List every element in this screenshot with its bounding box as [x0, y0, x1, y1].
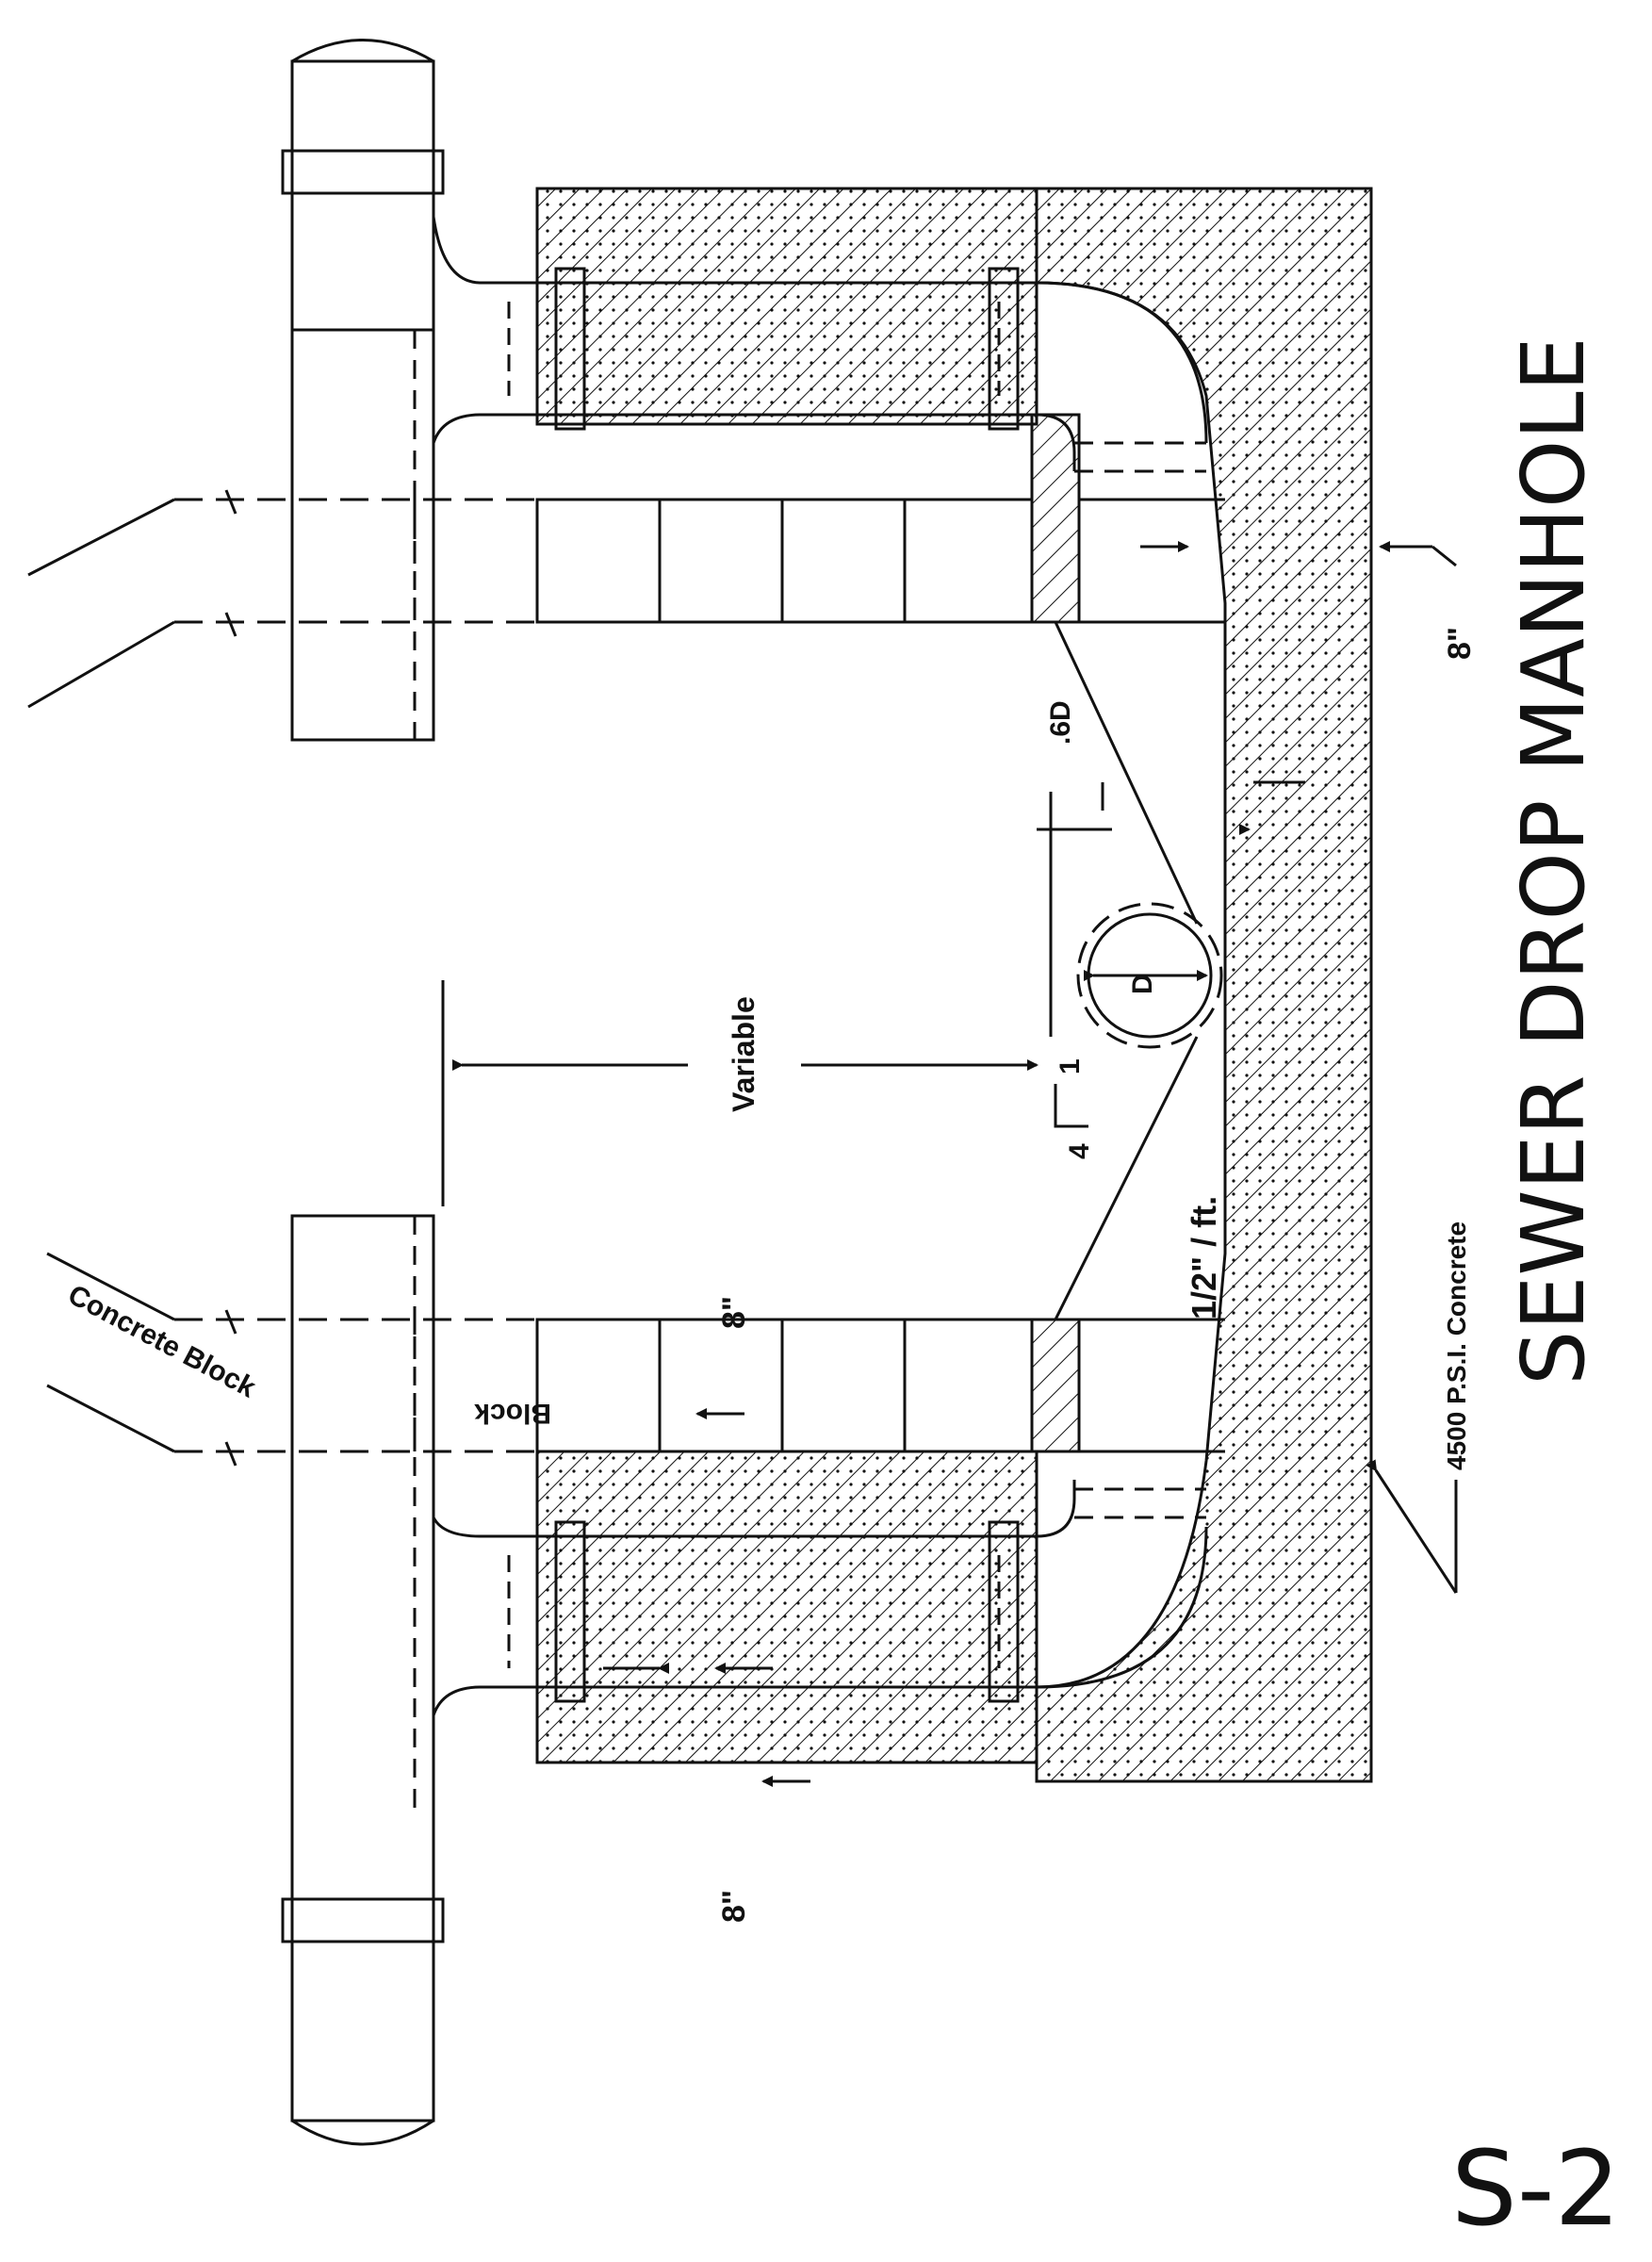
depth-dimension [1037, 780, 1305, 835]
label-ratio-1: 1 [1055, 1058, 1086, 1074]
base-leader [1366, 1459, 1458, 1594]
concrete-block-top-left [46, 1252, 237, 1467]
bench-wall-right [1030, 413, 1081, 624]
label-wall-8-left: 8" [716, 1890, 752, 1923]
block-wall-right [535, 498, 1034, 624]
encasement-right [535, 187, 1039, 426]
concrete-base-slab [1035, 187, 1373, 1783]
variable-dimension [441, 792, 1053, 1206]
inlet-pipe-left [281, 1214, 445, 2146]
label-pipe-d: D [1127, 974, 1158, 994]
outlet-pipe [1076, 902, 1223, 1049]
inlet-pipe-right [281, 39, 445, 742]
label-depth-06d: .6D [1045, 700, 1076, 745]
label-wall-8-right: 8" [1442, 627, 1478, 660]
sheet-number: S-2 [1451, 2128, 1621, 2249]
title-text: SEWER DROP MANHOLE [1503, 336, 1604, 1385]
wall-thickness-dims [603, 541, 1457, 1787]
label-base-concrete: 4500 P.S.I. Concrete [1442, 1221, 1471, 1470]
label-block: Block [474, 1398, 551, 1429]
drop-pipe-right [432, 216, 1208, 473]
bench-wall-left [1030, 1318, 1081, 1453]
concrete-block-top-right [27, 489, 237, 709]
label-wall-8-inner: 8" [716, 1296, 752, 1329]
slope-ratio-symbol [1054, 1084, 1088, 1128]
drop-pipe-left [432, 1480, 1208, 1716]
label-concrete-block: Concrete Block [63, 1279, 261, 1404]
encasement-left [535, 1450, 1039, 1764]
manhole-upper-walls [174, 498, 1225, 1453]
manhole-section [27, 39, 1458, 2146]
bench-slope [1054, 621, 1227, 1320]
label-slope: 1/2" / ft. [1185, 1196, 1223, 1320]
label-ratio-4: 4 [1064, 1143, 1095, 1159]
block-wall-left [535, 1318, 1034, 1453]
label-variable: Variable [727, 996, 761, 1112]
